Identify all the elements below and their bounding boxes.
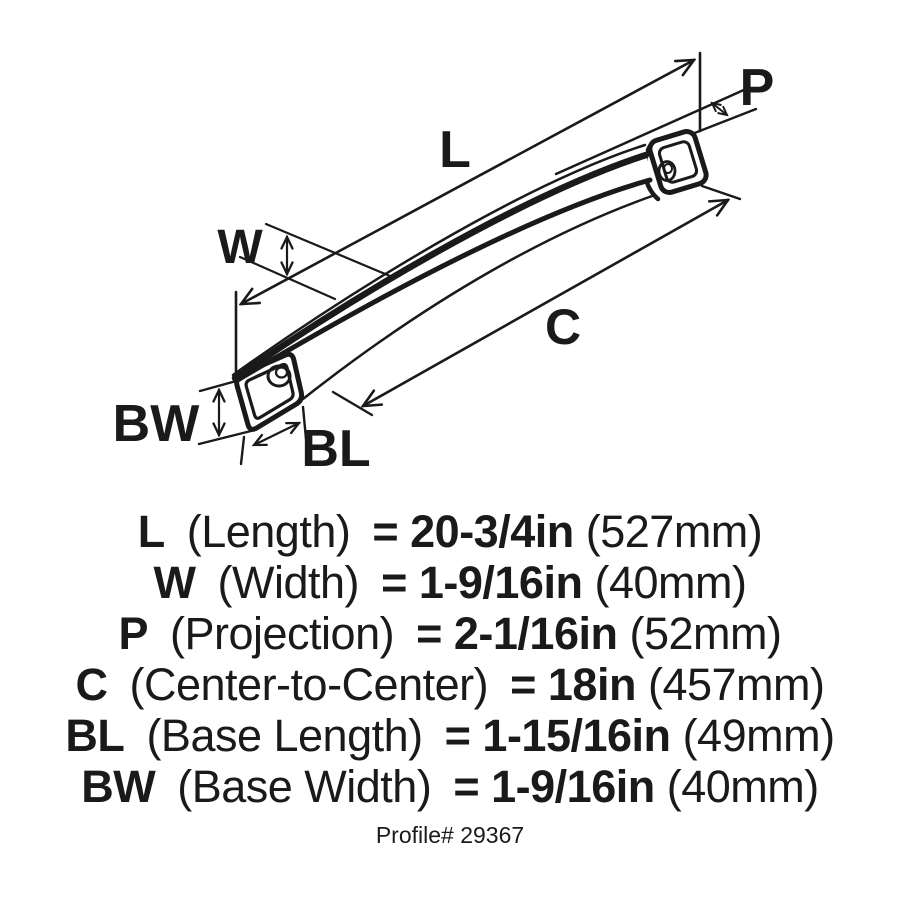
left-screw-tip <box>274 366 289 379</box>
width-tick-lower <box>238 255 337 301</box>
spec-metric-value: (49mm) <box>682 710 836 761</box>
projection-dimension-arrow <box>712 103 727 115</box>
spec-row-length: L (Length) = 20-3/4in (527mm) <box>0 506 900 557</box>
base-length-tick-left <box>239 435 246 466</box>
right-base-outer-edge <box>647 129 709 195</box>
spec-metric-value: (40mm) <box>666 761 820 812</box>
center-dimension-line <box>363 200 728 406</box>
center-label: C <box>545 299 581 355</box>
handle-line-drawing: L W P C BW BL <box>113 51 775 478</box>
length-dimension-line <box>241 60 694 304</box>
spec-label: W <box>153 557 196 608</box>
spec-row-base-length: BL (Base Length) = 1-15/16in (49mm) <box>0 710 900 761</box>
spec-label: BW <box>81 761 156 812</box>
spec-row-center-to-center: C (Center-to-Center) = 18in (457mm) <box>0 659 900 710</box>
projection-label: P <box>740 59 775 117</box>
width-tick-upper <box>264 222 392 278</box>
right-mounting-base <box>642 129 709 202</box>
spec-descriptor: (Base Length) <box>146 710 423 761</box>
profile-number: Profile# 29367 <box>375 822 525 848</box>
width-label: W <box>217 221 263 274</box>
spec-imperial-value: = 1-9/16in <box>381 557 583 608</box>
spec-descriptor: (Projection) <box>170 608 395 659</box>
spec-descriptor: (Center-to-Center) <box>129 659 489 710</box>
spec-metric-value: (527mm) <box>585 506 763 557</box>
base-length-label: BL <box>301 420 370 478</box>
length-label: L <box>439 121 471 179</box>
base-width-tick-upper <box>198 378 242 393</box>
spec-imperial-value: = 2-1/16in <box>416 608 618 659</box>
spec-label: P <box>118 608 148 659</box>
spec-descriptor: (Length) <box>186 506 351 557</box>
spec-list: L (Length) = 20-3/4in (527mm) W (Width) … <box>0 506 900 812</box>
left-screw-head <box>266 364 292 388</box>
base-width-label: BW <box>113 395 201 453</box>
spec-descriptor: (Width) <box>217 557 360 608</box>
spec-row-width: W (Width) = 1-9/16in (40mm) <box>0 557 900 608</box>
spec-descriptor: (Base Width) <box>177 761 432 812</box>
spec-metric-value: (40mm) <box>594 557 747 608</box>
spec-imperial-value: = 1-9/16in <box>453 761 655 812</box>
spec-row-base-width: BW (Base Width) = 1-9/16in (40mm) <box>0 761 900 812</box>
spec-imperial-value: = 20-3/4in <box>372 506 574 557</box>
projection-tick <box>690 107 758 136</box>
spec-label: BL <box>65 710 125 761</box>
spec-row-projection: P (Projection) = 2-1/16in (52mm) <box>0 608 900 659</box>
base-length-dimension-arrow <box>254 423 299 445</box>
spec-imperial-value: = 18in <box>510 659 636 710</box>
left-screw <box>266 364 292 388</box>
center-tick-right <box>700 184 742 201</box>
spec-imperial-value: = 1-15/16in <box>444 710 671 761</box>
base-length-tick-right <box>301 405 308 441</box>
spec-metric-value: (457mm) <box>647 659 825 710</box>
base-width-tick-lower <box>197 429 253 446</box>
spec-metric-value: (52mm) <box>629 608 783 659</box>
spec-label: C <box>75 659 108 710</box>
spec-label: L <box>137 506 166 557</box>
center-tick-left <box>331 390 374 417</box>
left-base-inner-edge <box>244 362 295 420</box>
